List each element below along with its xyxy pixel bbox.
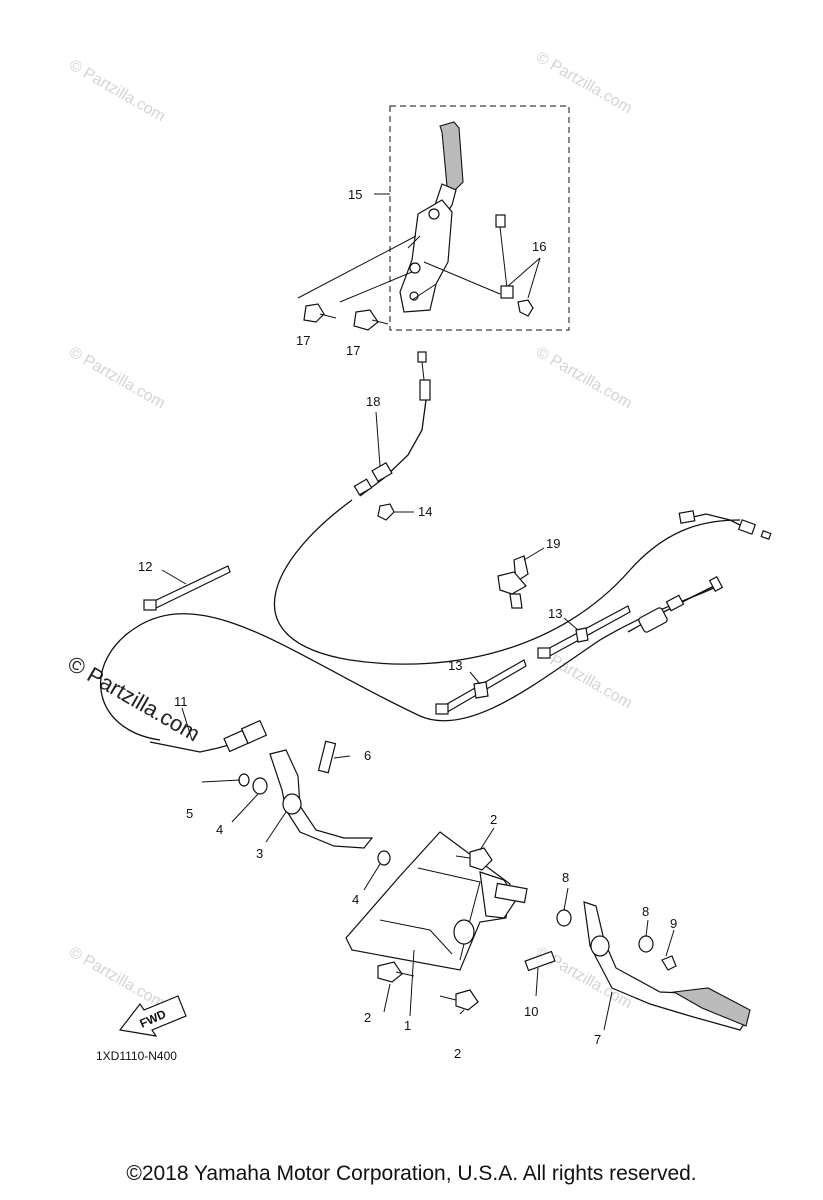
lever-assembly-box: [389, 105, 570, 331]
adjuster-rod: [495, 214, 534, 317]
brake-pedal: [583, 901, 751, 1031]
guide: [497, 555, 529, 609]
callout-13: 13: [548, 606, 562, 621]
callout-2b: 2: [364, 1010, 371, 1025]
drawing-code: 1XD1110-N400: [96, 1049, 177, 1063]
cable-end-middle: [627, 576, 724, 633]
bracket: [345, 831, 517, 971]
cable-end-lower: [149, 719, 268, 753]
spring: [317, 740, 337, 774]
clip: [377, 503, 395, 521]
callout-1: 1: [404, 1018, 411, 1033]
watermark: © Partzilla.com: [533, 49, 635, 118]
callout-3: 3: [256, 846, 263, 861]
callout-8b: 8: [642, 904, 649, 919]
watermark: © Partzilla.com: [66, 344, 168, 413]
callout-9: 9: [670, 916, 677, 931]
callout-12: 12: [138, 559, 152, 574]
callout-16: 16: [532, 239, 546, 254]
cable-end-right: [678, 510, 772, 540]
callout-2c: 2: [454, 1046, 461, 1061]
cable-upper: [353, 351, 431, 497]
return-spring: [524, 950, 556, 972]
callout-19: 19: [546, 536, 560, 551]
watermark: © Partzilla.com: [533, 344, 635, 413]
callout-5: 5: [186, 806, 193, 821]
cable-loop: [273, 499, 741, 665]
callout-17: 17: [296, 333, 310, 348]
copyright-notice: ©2018 Yamaha Motor Corporation, U.S.A. A…: [126, 1162, 697, 1185]
washers-left: [238, 773, 391, 866]
callout-14: 14: [418, 504, 432, 519]
shaft: [494, 882, 677, 971]
callout-6: 6: [364, 748, 371, 763]
callout-13b: 13: [448, 658, 462, 673]
bracket-bolts: [377, 847, 493, 1011]
cable-loop-outer: [100, 584, 721, 741]
callout-4: 4: [216, 822, 223, 837]
callout-11: 11: [174, 694, 188, 709]
bolts: [303, 303, 389, 331]
callout-8: 8: [562, 870, 569, 885]
cable-tie: [143, 565, 231, 611]
callout-7: 7: [594, 1032, 601, 1047]
cable-ties: [435, 605, 631, 715]
callout-2: 2: [490, 812, 497, 827]
callouts: 15 16 17 17 18 14 19 12 13 13 11 6 5 4 3…: [138, 187, 677, 1061]
callout-15: 15: [348, 187, 362, 202]
callout-17b: 17: [346, 343, 360, 358]
hand-lever: [399, 121, 464, 313]
watermark: © Partzilla.com: [66, 944, 168, 1013]
callout-4b: 4: [352, 892, 359, 907]
leader-lines: [161, 193, 675, 1031]
callout-18: 18: [366, 394, 380, 409]
callout-10: 10: [524, 1004, 538, 1019]
brake-arm: [269, 749, 374, 849]
watermark: © Partzilla.com: [66, 57, 168, 126]
